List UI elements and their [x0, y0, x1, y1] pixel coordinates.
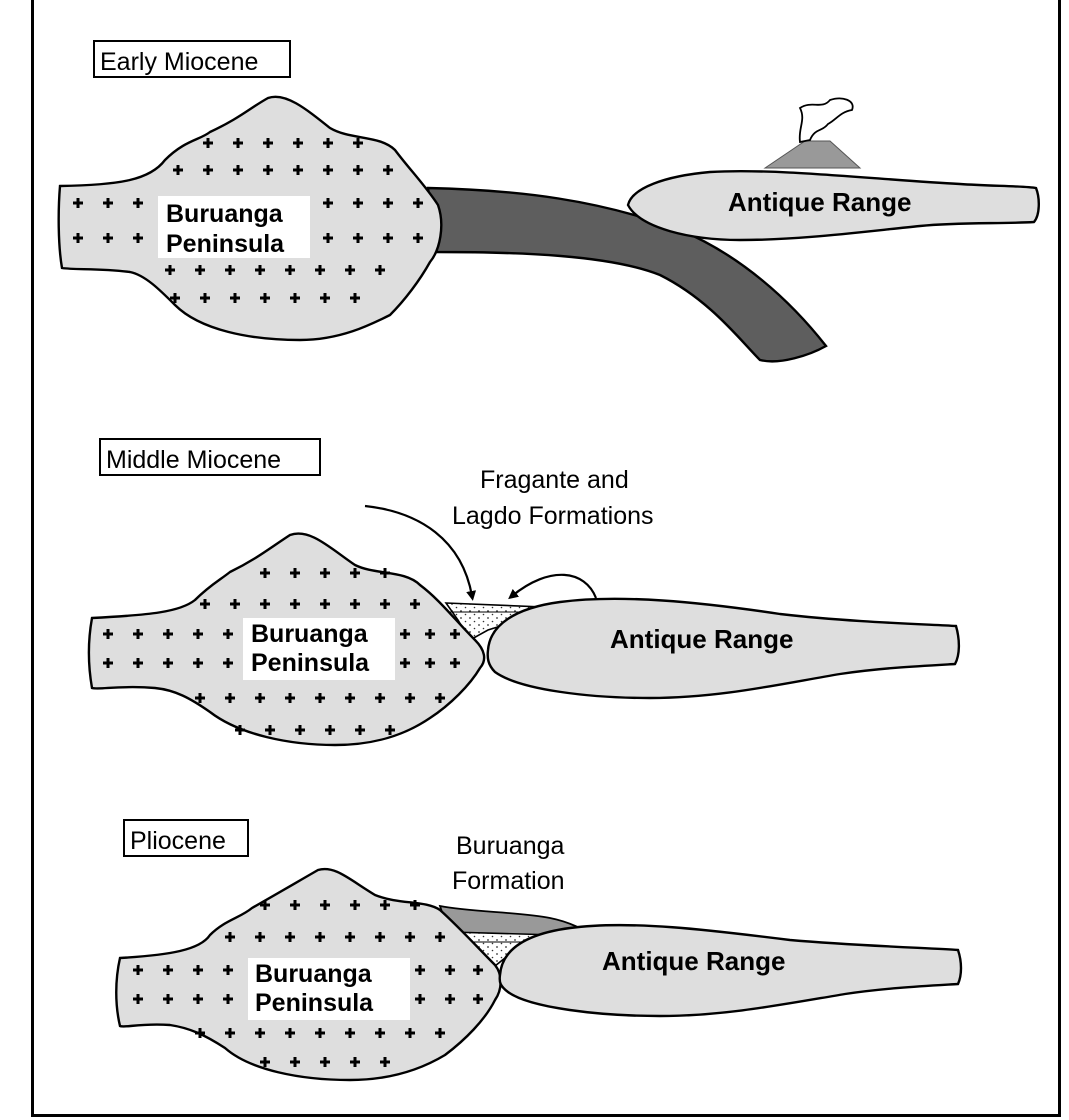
annotation-line2: Lagdo Formations	[452, 502, 654, 530]
period-label: Pliocene	[130, 827, 226, 855]
label-background	[158, 196, 310, 258]
peninsula-label-line2: Peninsula	[251, 649, 370, 677]
antique-range-landmass	[498, 923, 963, 1018]
annotation-line2: Formation	[452, 867, 565, 895]
period-label: Middle Miocene	[106, 446, 281, 474]
period-label: Early Miocene	[100, 48, 258, 76]
subducting-slab	[426, 186, 828, 363]
period-label-box	[99, 438, 321, 476]
cross-pattern	[133, 900, 483, 1067]
cross-pattern	[103, 568, 460, 735]
curved-arrow	[364, 504, 477, 601]
panel-early-miocene: Early Miocene Buruanga Peninsula Antique…	[57, 40, 1040, 363]
period-label-box	[123, 819, 249, 857]
cross-pattern	[73, 138, 423, 303]
antique-range-landmass	[486, 597, 961, 700]
volcano-icon	[763, 97, 862, 169]
peninsula-label-line2: Peninsula	[255, 989, 374, 1017]
label-background	[243, 618, 395, 680]
peninsula-label-line1: Buruanga	[251, 620, 369, 648]
range-label: Antique Range	[602, 946, 785, 976]
peninsula-label-line1: Buruanga	[255, 960, 373, 988]
panel-middle-miocene: Middle Miocene Fragante and Lagdo Format…	[87, 438, 961, 747]
diagram-frame	[31, 0, 1061, 1117]
curved-arrow	[508, 573, 598, 600]
peninsula-label-line1: Buruanga	[166, 200, 284, 228]
period-label-box	[93, 40, 291, 78]
panel-pliocene: Pliocene Buruanga Formation Buruanga Pen…	[115, 819, 963, 1082]
range-label: Antique Range	[610, 624, 793, 654]
label-background	[248, 958, 410, 1020]
annotation-line1: Buruanga	[456, 832, 565, 860]
annotation-line1: Fragante and	[480, 466, 629, 494]
antique-range-landmass	[626, 170, 1040, 242]
range-label: Antique Range	[728, 187, 911, 217]
peninsula-label-line2: Peninsula	[166, 230, 285, 258]
